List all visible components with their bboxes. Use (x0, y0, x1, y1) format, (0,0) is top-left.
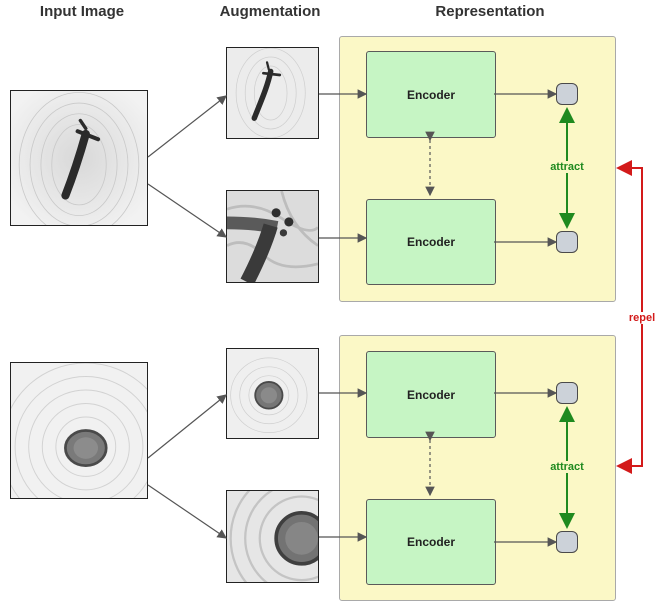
repel-label: repel (626, 312, 658, 324)
arrow-input1-aug1a (147, 95, 227, 158)
encoder-1b: Encoder (366, 199, 496, 285)
input-image-2 (10, 362, 148, 499)
augmentation-header: Augmentation (219, 3, 321, 20)
augmentation-image-2a (226, 348, 319, 439)
arrow-input2-aug2a (147, 394, 227, 459)
arrow-input2-aug2b (147, 484, 227, 539)
representation-header: Representation (435, 3, 545, 20)
augmentation-image-2b (226, 490, 319, 583)
augmentation-image-1a (226, 47, 319, 139)
input-image-1 (10, 90, 148, 226)
encoder-2b: Encoder (366, 499, 496, 585)
input-image-header: Input Image (39, 3, 125, 20)
attract-label-2: attract (548, 461, 586, 473)
encoder-2a: Encoder (366, 351, 496, 438)
arrow-input1-aug1b (147, 183, 227, 238)
attract-label-1: attract (548, 161, 586, 173)
augmentation-image-1b (226, 190, 319, 283)
